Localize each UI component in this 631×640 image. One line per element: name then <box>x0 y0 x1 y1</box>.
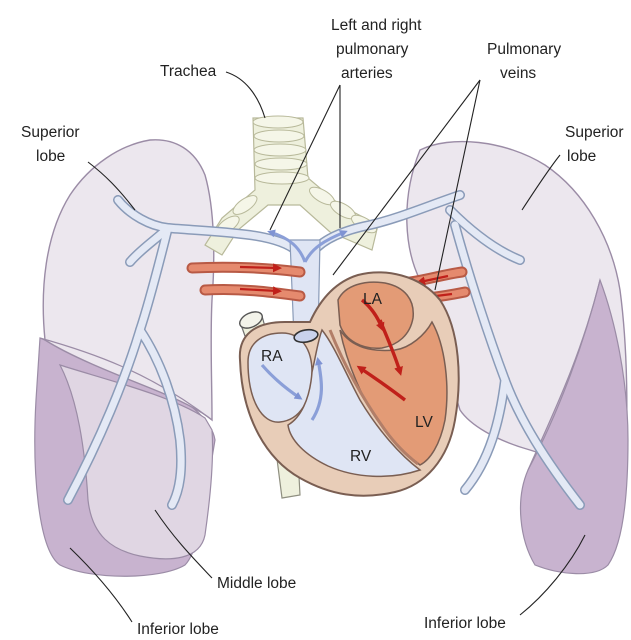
label-inferior-lobe-left: Inferior lobe <box>137 621 219 638</box>
label-pulmonary-veins-2: veins <box>500 65 536 82</box>
label-rv: RV <box>350 448 372 465</box>
label-middle-lobe: Middle lobe <box>217 575 296 592</box>
heart <box>237 272 459 498</box>
label-pulmonary-arteries-2: pulmonary <box>336 41 409 58</box>
label-pulmonary-arteries-3: arteries <box>341 65 393 82</box>
leader-trachea <box>226 72 265 118</box>
label-inferior-lobe-right: Inferior lobe <box>424 615 506 632</box>
label-superior-lobe-left-1: Superior <box>21 124 80 141</box>
label-pulmonary-veins-1: Pulmonary <box>487 41 561 58</box>
label-trachea: Trachea <box>160 63 217 80</box>
label-superior-lobe-right-2: lobe <box>567 148 596 165</box>
label-ra: RA <box>261 348 283 365</box>
label-superior-lobe-left-2: lobe <box>36 148 65 165</box>
label-pulmonary-arteries-1: Left and right <box>331 17 422 34</box>
label-la: LA <box>363 291 383 308</box>
trachea-rings <box>214 116 379 237</box>
label-superior-lobe-right-1: Superior <box>565 124 624 141</box>
label-lv: LV <box>415 414 433 431</box>
